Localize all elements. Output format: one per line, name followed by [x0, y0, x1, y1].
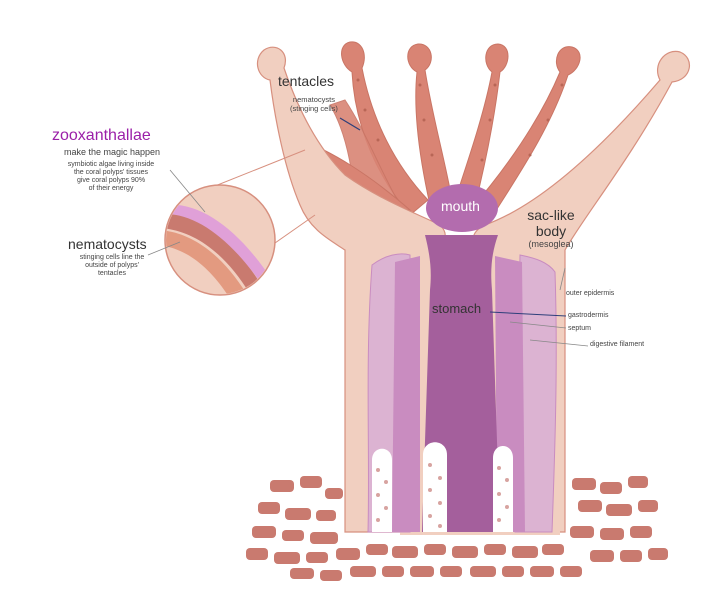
- tentacle-5: [329, 99, 401, 206]
- zoox-desc-line4: of their energy: [88, 185, 134, 193]
- body-label-line2: body: [535, 223, 567, 240]
- rocks: [246, 476, 668, 581]
- tentacle-dots: [356, 78, 564, 162]
- body-label-sub: (mesoglea): [528, 239, 574, 250]
- epidermis-leader: [559, 267, 566, 291]
- septum-mid-left: [392, 256, 420, 532]
- gastrodermis-label: gastrodermis: [568, 312, 609, 319]
- nemato-desc-line3: tentacles: [97, 270, 127, 278]
- zooxanthallae-description: symbiotic algae living inside the coral …: [52, 161, 170, 193]
- gastrodermis-leader: [489, 311, 567, 317]
- tentacles-subtitle-line1: nematocysts: [292, 95, 336, 104]
- zoox-desc-line1: symbiotic algae living inside: [67, 161, 155, 168]
- zoom-connector-top: [204, 149, 306, 191]
- zoox-desc-line3: give coral polyps 90%: [76, 177, 146, 185]
- mouth-label: mouth: [441, 198, 480, 214]
- tentacles-leader: [339, 117, 361, 131]
- digestive-filaments: [372, 442, 513, 532]
- zoox-desc-line2: the coral polyps' tissues: [73, 169, 149, 177]
- body-label: sac-like body (mesoglea): [512, 207, 590, 250]
- septum-outer-right: [514, 254, 557, 533]
- tentacles-title: tentacles: [278, 73, 335, 89]
- filament-dots: [376, 463, 509, 528]
- septum-label: septum: [568, 325, 591, 332]
- digestive-filament-label: digestive filament: [590, 341, 645, 348]
- zooxanthallae-title: zooxanthallae: [52, 127, 151, 144]
- outer-epidermis-label: outer epidermis: [566, 290, 615, 297]
- body-label-line1: sac-like: [527, 207, 575, 223]
- nematocysts-description: stinging cells line the outside of polyp…: [64, 254, 160, 278]
- nematocysts-leader: [147, 241, 181, 256]
- zooxanthallae-tagline: make the magic happen: [63, 147, 161, 157]
- septum-leader: [509, 321, 567, 329]
- tentacle-4: [469, 46, 581, 221]
- nemato-desc-line2: outside of polyps': [85, 262, 139, 270]
- zoox-leader: [169, 169, 206, 213]
- tentacles-subtitle-line2: (stinging cells): [290, 103, 338, 113]
- filament-leader: [529, 339, 589, 347]
- mouth-opening: [426, 184, 498, 232]
- nematocysts-title: nematocysts: [68, 236, 147, 252]
- stomach-label: stomach: [432, 301, 482, 316]
- tentacle-2: [407, 43, 453, 206]
- tentacles-subtitle: nematocysts (stinging cells): [290, 95, 338, 113]
- nemato-desc-line1: stinging cells line the: [79, 254, 145, 261]
